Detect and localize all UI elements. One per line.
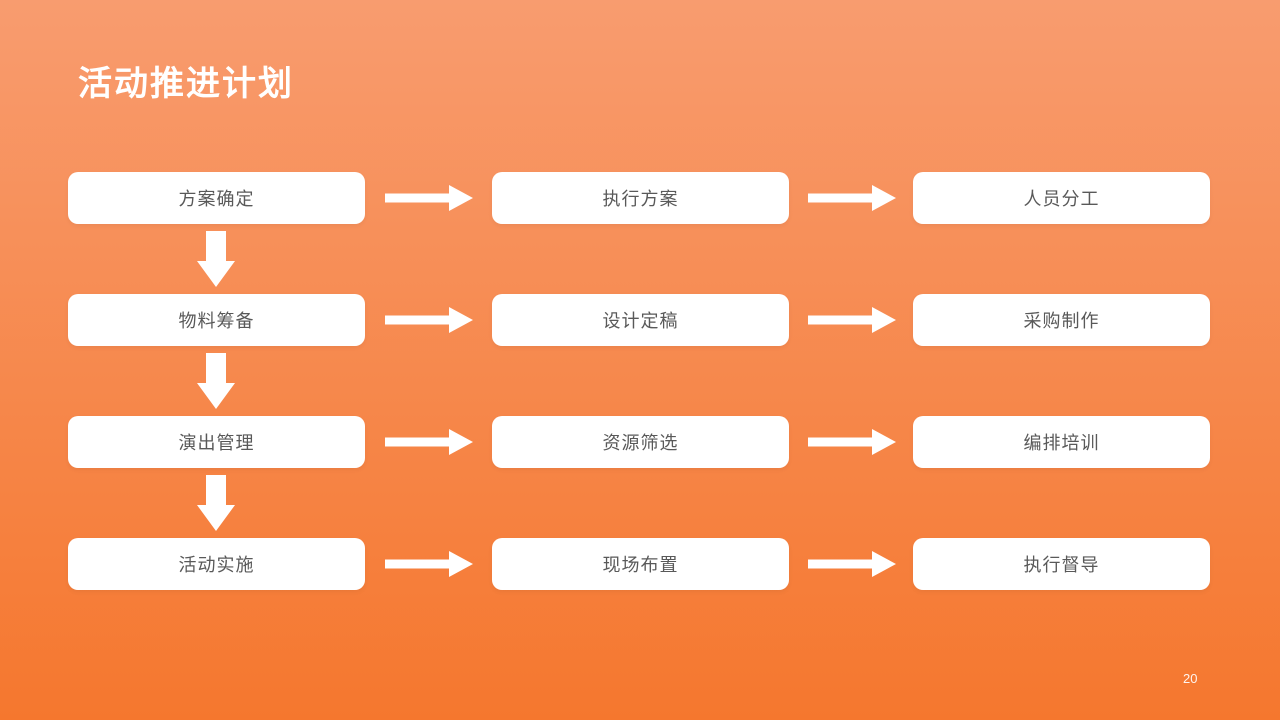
right-arrow-icon xyxy=(808,307,896,333)
flow-step-box: 设计定稿 xyxy=(492,294,789,346)
right-arrow-icon xyxy=(808,429,896,455)
right-arrow-icon xyxy=(808,185,896,211)
right-arrow-icon xyxy=(808,551,896,577)
flow-step-box: 编排培训 xyxy=(913,416,1210,468)
flow-step-box: 资源筛选 xyxy=(492,416,789,468)
down-arrow-icon xyxy=(197,475,235,531)
flow-step-box: 现场布置 xyxy=(492,538,789,590)
right-arrow-icon xyxy=(385,551,473,577)
flow-step-box: 人员分工 xyxy=(913,172,1210,224)
flow-step-box: 演出管理 xyxy=(68,416,365,468)
page-number: 20 xyxy=(1183,671,1198,686)
down-arrow-icon xyxy=(197,353,235,409)
right-arrow-icon xyxy=(385,185,473,211)
flow-step-box: 活动实施 xyxy=(68,538,365,590)
flow-step-box: 物料筹备 xyxy=(68,294,365,346)
flow-step-box: 采购制作 xyxy=(913,294,1210,346)
flow-step-box: 执行督导 xyxy=(913,538,1210,590)
flow-step-box: 方案确定 xyxy=(68,172,365,224)
right-arrow-icon xyxy=(385,307,473,333)
down-arrow-icon xyxy=(197,231,235,287)
right-arrow-icon xyxy=(385,429,473,455)
flow-step-box: 执行方案 xyxy=(492,172,789,224)
page-title: 活动推进计划 xyxy=(78,65,294,103)
